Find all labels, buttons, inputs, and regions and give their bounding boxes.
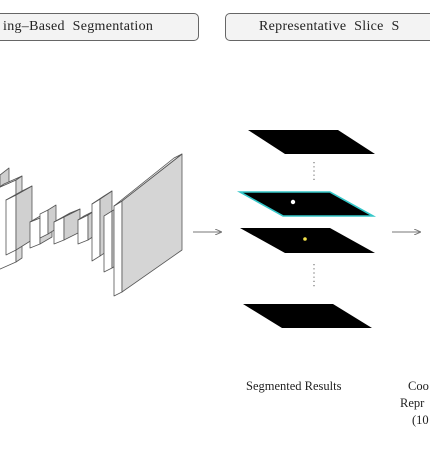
section-header-representative-slice: Representative Slice S bbox=[225, 13, 430, 41]
section-header-segmentation-label: ing–Based Segmentation bbox=[3, 19, 154, 34]
slice-middle bbox=[240, 228, 375, 253]
unet-network-icon bbox=[0, 153, 183, 297]
lesion-marker-white bbox=[290, 199, 296, 205]
caption-right-line-2: Repr bbox=[400, 396, 425, 410]
slice-top bbox=[248, 130, 375, 154]
slice-highlighted bbox=[236, 191, 377, 217]
output-block bbox=[113, 153, 183, 297]
caption-right-line-3: (10 bbox=[412, 413, 429, 427]
caption-segmented-results: Segmented Results bbox=[246, 379, 342, 393]
segmented-slice-stack bbox=[236, 130, 377, 328]
lesion-marker-yellow bbox=[303, 237, 307, 241]
section-header-representative-slice-label: Representative Slice S bbox=[259, 19, 400, 34]
encoder-block-4 bbox=[29, 204, 57, 249]
bottleneck-block bbox=[53, 208, 81, 245]
caption-right-line-1: Coo bbox=[408, 379, 429, 393]
slice-bottom bbox=[243, 304, 372, 328]
encoder-block-3 bbox=[5, 185, 33, 256]
section-header-segmentation: ing–Based Segmentation bbox=[0, 13, 199, 41]
